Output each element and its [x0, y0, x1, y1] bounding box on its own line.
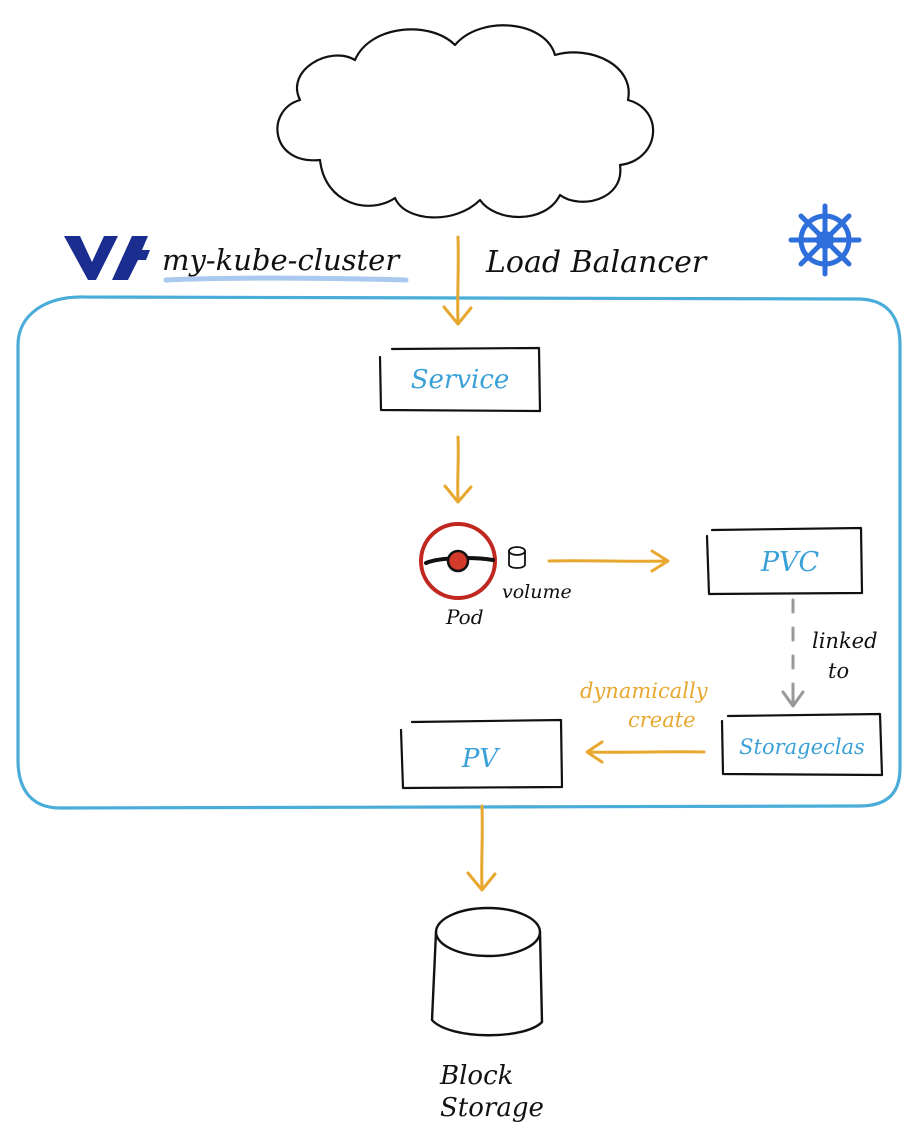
- service-label: Service: [411, 365, 510, 395]
- service-node: Service: [378, 346, 542, 413]
- arrow-storageclass-to-pv: [585, 740, 706, 764]
- arrow-pv-to-block-storage: [466, 804, 497, 892]
- cluster-name-underline: [163, 275, 409, 283]
- storageclass-label: Storageclas: [739, 735, 865, 759]
- cluster-boundary: [16, 295, 902, 810]
- cluster-name-label: my-kube-cluster: [162, 243, 409, 283]
- arrow-volume-to-pvc: [547, 549, 670, 573]
- block-storage-icon: [430, 906, 544, 1037]
- cluster-name-text: my-kube-cluster: [162, 243, 401, 277]
- ovh-logo: [64, 236, 150, 280]
- volume-label: volume: [502, 581, 572, 603]
- block-storage-label-line1: Block: [439, 1061, 513, 1091]
- pod-node: Pod: [419, 522, 497, 629]
- pod-label: Pod: [445, 605, 484, 629]
- arrow-service-to-pod: [443, 435, 473, 504]
- pvc-label: PVC: [760, 547, 820, 578]
- arrow-pvc-to-storageclass: [781, 598, 805, 708]
- pv-node: PV: [399, 718, 564, 790]
- volume-icon: [508, 546, 526, 569]
- pvc-node: PVC: [705, 526, 864, 596]
- block-storage-label-line2: Storage: [440, 1093, 544, 1123]
- storageclass-node: Storageclas: [720, 712, 884, 777]
- arrow-lb-to-service: [442, 235, 473, 326]
- linked-to-label-line2: to: [828, 659, 849, 683]
- cloud-icon: [276, 24, 654, 219]
- load-balancer-label: Load Balancer: [485, 245, 708, 280]
- dynamically-label-line1: dynamically: [580, 679, 709, 703]
- linked-to-label-line1: linked: [812, 629, 878, 653]
- dynamically-label-line2: create: [628, 708, 696, 732]
- pv-label: PV: [461, 744, 500, 774]
- kubernetes-helm-icon: [788, 203, 862, 277]
